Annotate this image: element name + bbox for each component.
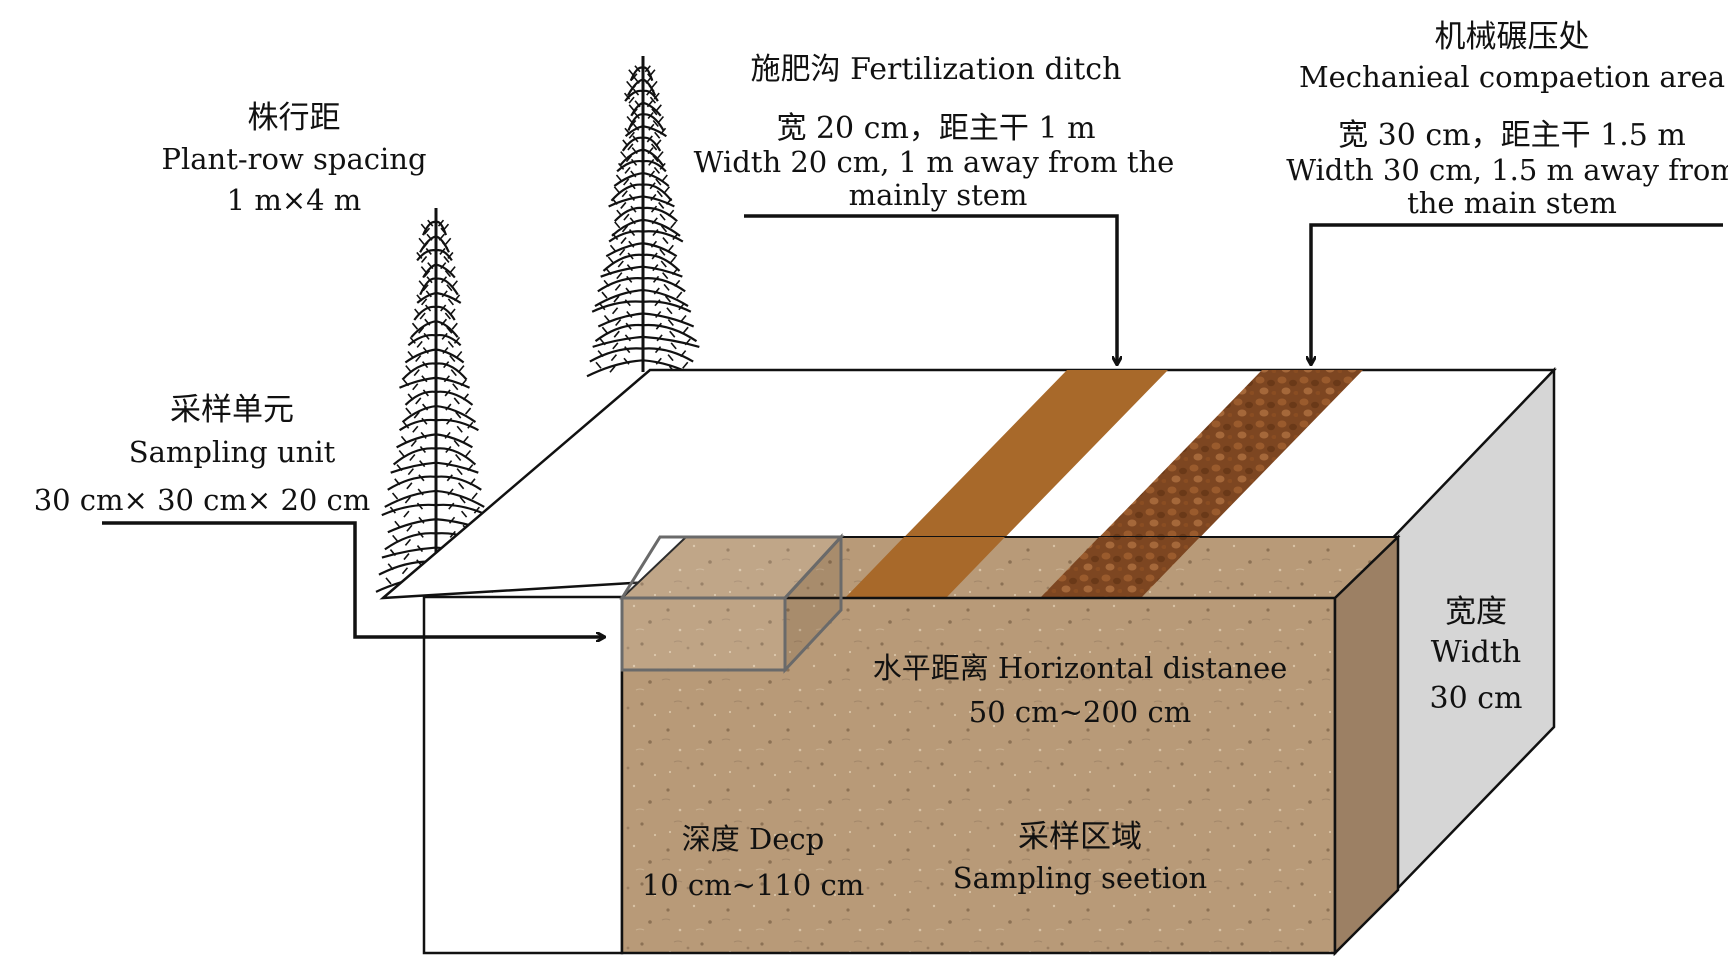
sampling-section-en: Sampling seetion	[953, 861, 1208, 895]
fertilization-title: 施肥沟 Fertilization ditch	[751, 52, 1122, 87]
soil-profile-face	[620, 596, 1337, 955]
spacing-label-en: Plant-row spacing	[161, 142, 426, 176]
sampling-unit-leader-arrow	[102, 521, 604, 637]
spacing-label-cn: 株行距	[248, 100, 341, 136]
horizontal-distance-label: 水平距离 Horizontal distanee	[873, 651, 1288, 685]
compaction-area-cut	[1040, 537, 1200, 598]
depth-label: 深度 Decp	[682, 822, 824, 856]
compaction-en-line1: Width 30 cm, 1.5 m away from	[1286, 153, 1728, 187]
block-front-face-left	[422, 595, 624, 955]
width-value: 30 cm	[1430, 681, 1523, 716]
sampling-unit-cn: 采样单元	[170, 392, 294, 428]
compaction-cn-detail: 宽 30 cm，距主干 1.5 m	[1338, 118, 1686, 153]
fertilization-leader-arrow	[744, 214, 1117, 364]
depth-value: 10 cm~110 cm	[642, 868, 864, 902]
compaction-label-en: Mechanieal compaetion area	[1299, 60, 1725, 94]
fertilization-cn-detail: 宽 20 cm，距主干 1 m	[776, 111, 1095, 146]
sampling-unit-en: Sampling unit	[129, 435, 336, 469]
soil-pit-right-wall	[1333, 534, 1400, 957]
fertilization-ditch-cut	[845, 537, 1005, 598]
width-label-en: Width	[1431, 635, 1521, 670]
tree-illustration-right	[586, 56, 700, 378]
sampling-unit-cube	[619, 533, 845, 674]
sampling-unit-value: 30 cm× 30 cm× 20 cm	[34, 483, 371, 517]
spacing-value: 1 m×4 m	[227, 183, 362, 217]
compaction-label-cn: 机械碾压处	[1435, 19, 1590, 55]
horizontal-distance-value: 50 cm~200 cm	[969, 695, 1191, 729]
sampling-section-cn: 采样区域	[1018, 819, 1142, 855]
compaction-leader-arrow	[1311, 223, 1723, 364]
width-label-cn: 宽度	[1445, 594, 1507, 630]
fertilization-en-line1: Width 20 cm, 1 m away from the	[694, 145, 1175, 179]
fertilization-en-line2: mainly stem	[849, 178, 1028, 212]
compaction-en-line2: the main stem	[1407, 186, 1617, 220]
